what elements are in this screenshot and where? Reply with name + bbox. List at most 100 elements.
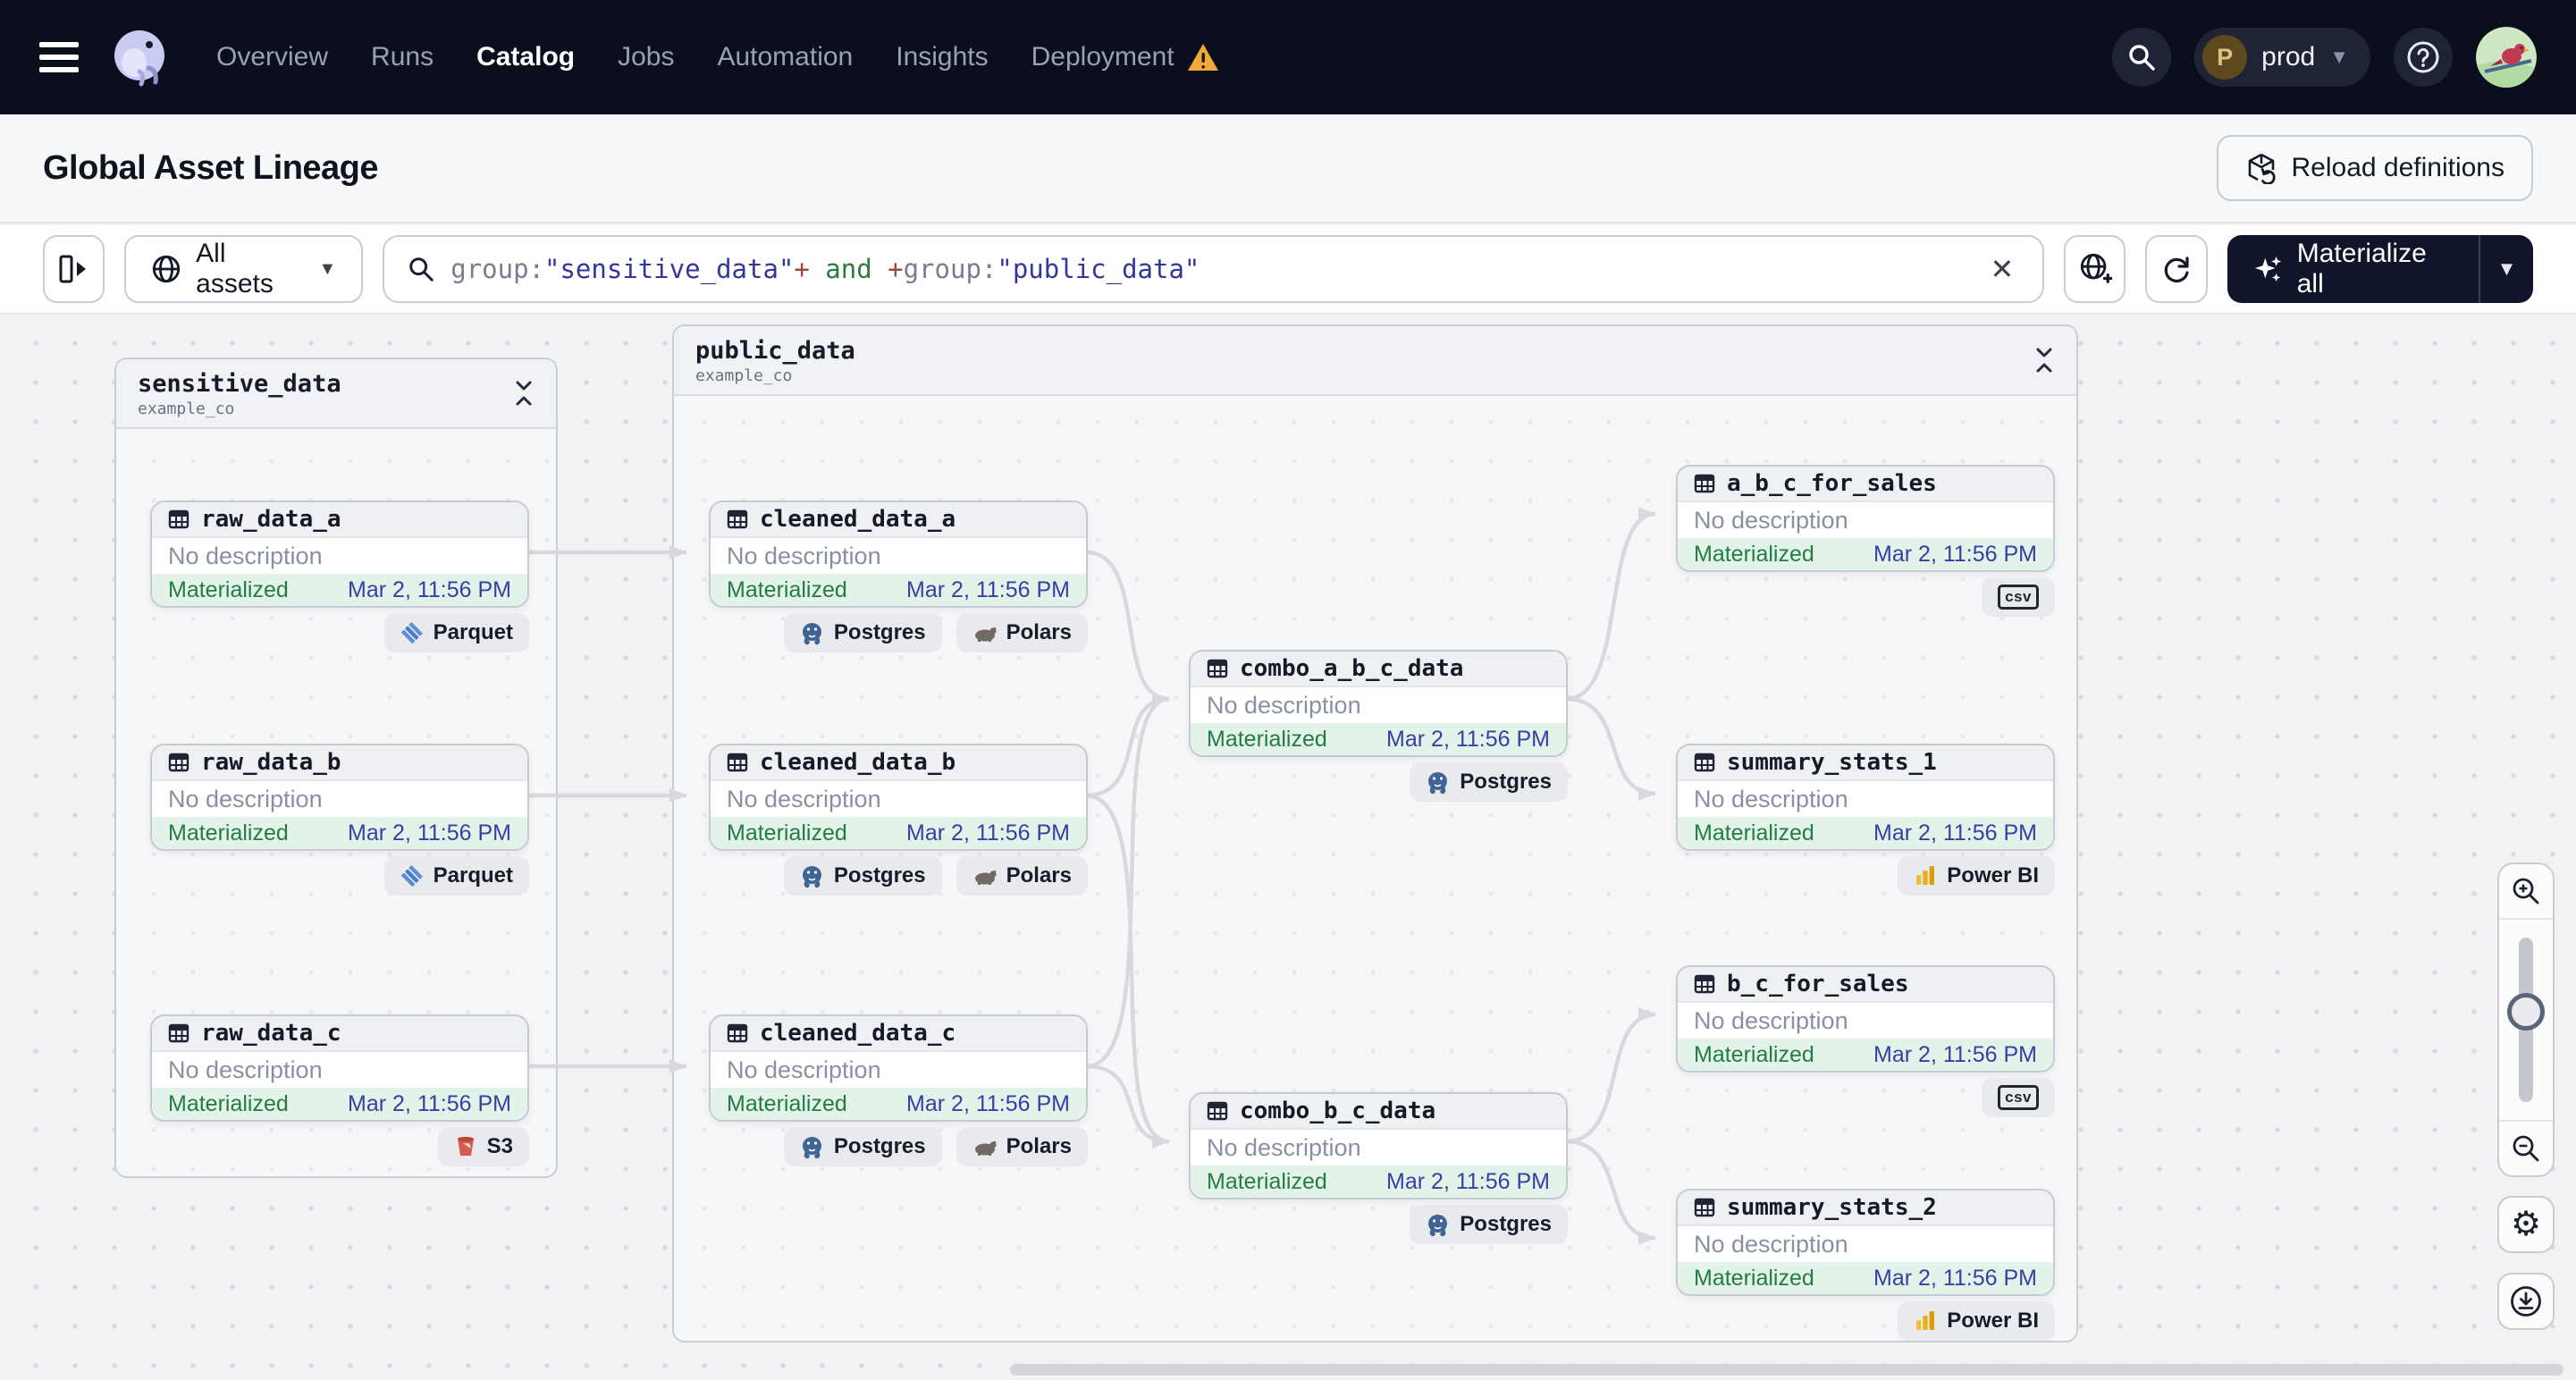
refresh-icon xyxy=(2164,257,2189,282)
materialize-all-button[interactable]: Materialize all ▼ xyxy=(2227,235,2533,303)
status-badge: Materialized xyxy=(168,1090,289,1116)
user-avatar[interactable] xyxy=(2476,27,2537,88)
materialize-options-caret[interactable]: ▼ xyxy=(2496,257,2517,280)
parquet-badge[interactable]: Parquet xyxy=(383,613,529,652)
status-badge: Materialized xyxy=(1207,1168,1327,1194)
powerbi-icon xyxy=(1916,866,1935,885)
help-icon xyxy=(2407,41,2439,73)
warning-icon xyxy=(1187,44,1218,71)
asset-node-cleaned-data-c[interactable]: cleaned_data_c No description Materializ… xyxy=(709,1014,1088,1122)
asset-description: No description xyxy=(1694,506,1848,534)
materialization-time: Mar 2, 11:56 PM xyxy=(1386,726,1550,752)
search-query: group:"sensitive_data"+ and +group:"publ… xyxy=(450,254,1200,284)
zoom-slider[interactable] xyxy=(2499,920,2553,1120)
polars-badge[interactable]: Polars xyxy=(955,856,1088,896)
postgres-badge[interactable]: Postgres xyxy=(783,613,942,652)
table-icon xyxy=(168,1023,189,1043)
clear-search-icon[interactable]: ✕ xyxy=(1990,253,2015,285)
postgres-badge[interactable]: Postgres xyxy=(1410,1205,1568,1244)
materialization-time: Mar 2, 11:56 PM xyxy=(1873,1041,2037,1067)
zoom-in-icon xyxy=(2513,878,2539,905)
nav-jobs[interactable]: Jobs xyxy=(618,42,675,72)
status-badge: Materialized xyxy=(1207,726,1327,752)
polars-badge[interactable]: Polars xyxy=(955,613,1088,652)
asset-node-a-b-c-for-sales[interactable]: a_b_c_for_sales No description Materiali… xyxy=(1676,465,2055,572)
asset-node-cleaned-data-b[interactable]: cleaned_data_b No description Materializ… xyxy=(709,744,1088,851)
csv-badge[interactable]: csv xyxy=(1982,577,2055,618)
page-header: Global Asset Lineage Reload definitions xyxy=(0,114,2576,223)
help-button[interactable] xyxy=(2394,28,2453,87)
lineage-toolbar: All assets ▼ group:"sensitive_data"+ and… xyxy=(0,225,2576,315)
status-badge: Materialized xyxy=(1694,1265,1814,1291)
asset-node-combo-a-b-c-data[interactable]: combo_a_b_c_data No description Material… xyxy=(1189,650,1568,757)
group-repo: example_co xyxy=(138,400,235,418)
powerbi-badge[interactable]: Power BI xyxy=(1898,1301,2055,1341)
new-scope-button[interactable] xyxy=(2064,235,2126,303)
environment-switcher[interactable]: P prod ▼ xyxy=(2194,28,2370,87)
search-button[interactable] xyxy=(2112,28,2172,87)
asset-node-combo-b-c-data[interactable]: combo_b_c_data No description Materializ… xyxy=(1189,1092,1568,1199)
powerbi-badge[interactable]: Power BI xyxy=(1898,856,2055,896)
menu-icon[interactable] xyxy=(39,42,79,72)
download-image-button[interactable] xyxy=(2497,1273,2555,1330)
postgres-icon xyxy=(802,1136,821,1158)
table-icon xyxy=(727,509,748,529)
sparkles-icon xyxy=(2254,256,2281,282)
materialization-time: Mar 2, 11:56 PM xyxy=(348,576,511,602)
s3-badge[interactable]: S3 xyxy=(437,1127,529,1166)
asset-node-cleaned-data-a[interactable]: cleaned_data_a No description Materializ… xyxy=(709,501,1088,608)
polars-badge[interactable]: Polars xyxy=(955,1127,1088,1166)
download-icon xyxy=(2511,1286,2541,1317)
s3-icon xyxy=(457,1136,474,1156)
asset-node-summary-stats-1[interactable]: summary_stats_1 No description Materiali… xyxy=(1676,744,2055,851)
polars-icon xyxy=(974,870,997,885)
reload-definitions-button[interactable]: Reload definitions xyxy=(2216,135,2533,201)
zoom-in-button[interactable] xyxy=(2499,864,2553,920)
collapse-group-icon[interactable] xyxy=(511,379,536,408)
postgres-badge[interactable]: Postgres xyxy=(783,856,942,896)
materialization-time: Mar 2, 11:56 PM xyxy=(906,820,1070,846)
postgres-icon xyxy=(1428,1214,1448,1236)
search-icon xyxy=(2129,45,2155,71)
graph-settings-button[interactable]: ⚙ xyxy=(2497,1196,2555,1253)
asset-description: No description xyxy=(168,1056,323,1083)
open-panel-button[interactable] xyxy=(43,235,105,303)
dagster-logo-icon[interactable] xyxy=(109,27,170,88)
horizontal-scrollbar[interactable] xyxy=(1010,1364,2563,1376)
collapse-group-icon[interactable] xyxy=(2032,346,2057,374)
postgres-badge[interactable]: Postgres xyxy=(783,1127,942,1166)
asset-node-summary-stats-2[interactable]: summary_stats_2 No description Materiali… xyxy=(1676,1189,2055,1296)
refresh-button[interactable] xyxy=(2145,235,2208,303)
postgres-icon xyxy=(802,865,821,888)
zoom-slider-thumb[interactable] xyxy=(2507,993,2545,1031)
nav-automation[interactable]: Automation xyxy=(717,42,854,72)
asset-search-input[interactable]: group:"sensitive_data"+ and +group:"publ… xyxy=(383,235,2045,303)
nav-insights[interactable]: Insights xyxy=(896,42,989,72)
postgres-icon xyxy=(802,622,821,644)
asset-scope-dropdown[interactable]: All assets ▼ xyxy=(124,235,364,303)
materialization-time: Mar 2, 11:56 PM xyxy=(906,1090,1070,1116)
polars-icon xyxy=(974,1140,997,1156)
nav-catalog[interactable]: Catalog xyxy=(476,42,576,72)
nav-deployment[interactable]: Deployment xyxy=(1031,42,1219,72)
postgres-badge[interactable]: Postgres xyxy=(1410,762,1568,802)
table-icon xyxy=(168,753,189,772)
status-badge: Materialized xyxy=(1694,820,1814,846)
asset-description: No description xyxy=(727,542,881,569)
csv-icon: csv xyxy=(1998,1085,2039,1111)
csv-badge[interactable]: csv xyxy=(1982,1078,2055,1118)
table-icon xyxy=(1694,1198,1715,1217)
status-badge: Materialized xyxy=(168,576,289,602)
search-icon xyxy=(409,257,434,282)
status-badge: Materialized xyxy=(727,1090,847,1116)
nav-runs[interactable]: Runs xyxy=(371,42,434,72)
nav-overview[interactable]: Overview xyxy=(216,42,329,72)
parquet-badge[interactable]: Parquet xyxy=(383,856,529,896)
zoom-out-button[interactable] xyxy=(2499,1120,2553,1175)
asset-node-b-c-for-sales[interactable]: b_c_for_sales No description Materialize… xyxy=(1676,965,2055,1073)
zoom-out-icon xyxy=(2513,1135,2539,1162)
